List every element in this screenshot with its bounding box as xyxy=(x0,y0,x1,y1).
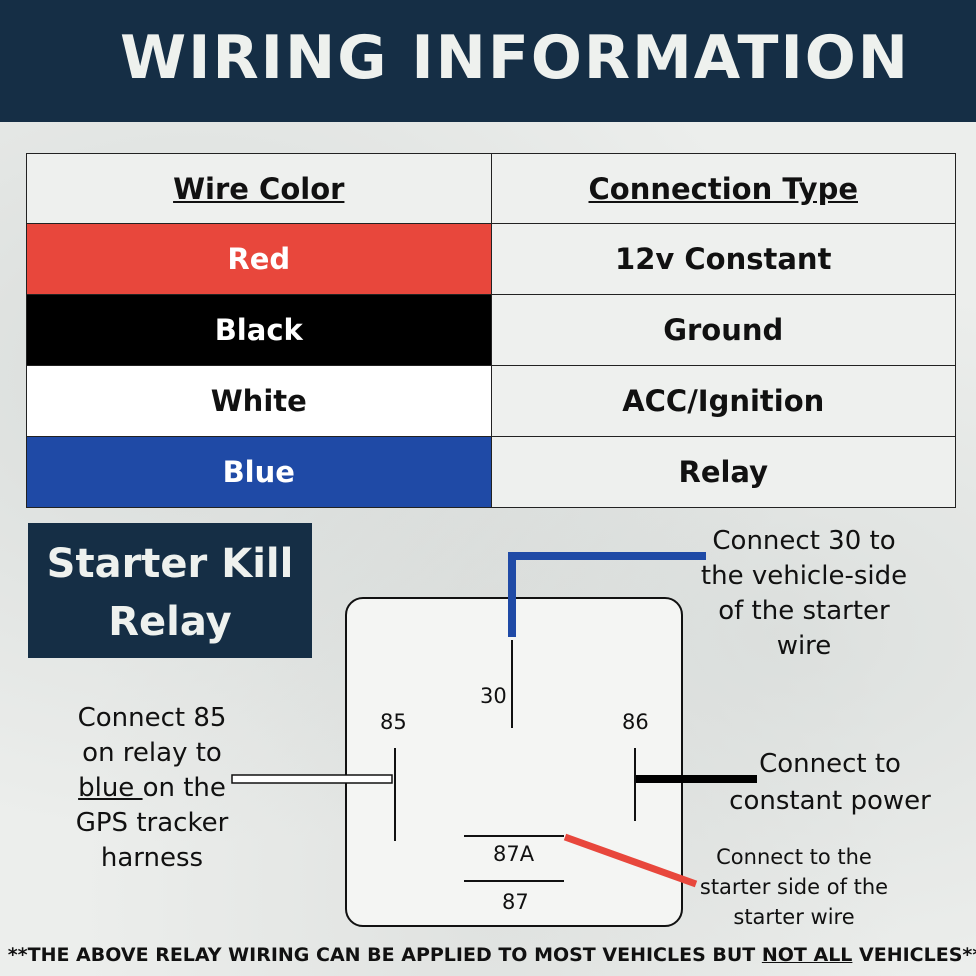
footer-disclaimer: **THE ABOVE RELAY WIRING CAN BE APPLIED … xyxy=(0,944,976,966)
note-line: GPS tracker xyxy=(75,808,229,838)
pin-label-86: 86 xyxy=(622,710,649,734)
header-banner: WIRING INFORMATION xyxy=(0,0,976,122)
white-wire xyxy=(231,774,393,784)
wire-color-cell: Red xyxy=(26,223,492,295)
note-fragment: on the xyxy=(142,773,226,803)
note-line: the vehicle-side xyxy=(700,561,908,591)
relay-title-line: Starter Kill xyxy=(46,541,294,587)
footer-emphasis: NOT ALL xyxy=(761,944,853,966)
note-line: constant power xyxy=(729,786,931,816)
note-line: on relay to xyxy=(82,738,222,768)
note-line: Connect 30 to xyxy=(712,526,896,556)
note-line: starter wire xyxy=(733,905,855,929)
note-line: harness xyxy=(100,843,204,873)
note-line: blue on the xyxy=(62,771,242,806)
note-line: starter side of the xyxy=(699,875,889,899)
table-row: Blue Relay xyxy=(26,436,956,508)
note-pin-30: Connect 30 to the vehicle-side of the st… xyxy=(696,524,912,664)
page-title: WIRING INFORMATION xyxy=(119,23,911,93)
note-blue-word: blue xyxy=(78,773,143,803)
note-line: Connect 85 xyxy=(77,703,227,733)
connection-type-cell: ACC/Ignition xyxy=(490,365,956,437)
pin-label-30: 30 xyxy=(480,684,507,708)
blue-wire xyxy=(508,552,706,637)
relay-body xyxy=(345,597,683,927)
note-pin-86: Connect to constant power xyxy=(718,746,942,820)
relay-title-line: Relay xyxy=(108,599,232,645)
table-row: White ACC/Ignition xyxy=(26,365,956,437)
footer-text: VEHICLES** xyxy=(852,944,976,966)
connection-type-cell: Ground xyxy=(490,294,956,366)
wiring-table: Wire Color Connection Type Red 12v Const… xyxy=(26,153,956,508)
wire-color-cell: Blue xyxy=(26,436,492,508)
note-line: of the starter xyxy=(718,596,890,626)
note-line: Connect to the xyxy=(716,845,872,869)
footer-text: **THE ABOVE RELAY WIRING CAN BE APPLIED … xyxy=(7,944,762,966)
table-header-row: Wire Color Connection Type xyxy=(26,153,956,224)
note-pin-87a: Connect to the starter side of the start… xyxy=(694,842,894,932)
pin-label-85: 85 xyxy=(380,710,407,734)
note-line: Connect to xyxy=(759,749,901,779)
note-pin-85: Connect 85 on relay to blue on the GPS t… xyxy=(62,701,242,876)
header-wire-color: Wire Color xyxy=(26,153,492,224)
table-row: Black Ground xyxy=(26,294,956,366)
header-connection-type: Connection Type xyxy=(490,153,956,224)
wire-color-cell: White xyxy=(26,365,492,437)
wire-color-cell: Black xyxy=(26,294,492,366)
pin-label-87: 87 xyxy=(502,890,529,914)
red-wire xyxy=(563,833,698,888)
note-line: wire xyxy=(776,631,832,661)
pin-label-87a: 87A xyxy=(493,842,535,866)
connection-type-cell: Relay xyxy=(490,436,956,508)
relay-title: Starter Kill Relay xyxy=(28,535,312,651)
relay-title-box: Starter Kill Relay xyxy=(28,523,312,658)
